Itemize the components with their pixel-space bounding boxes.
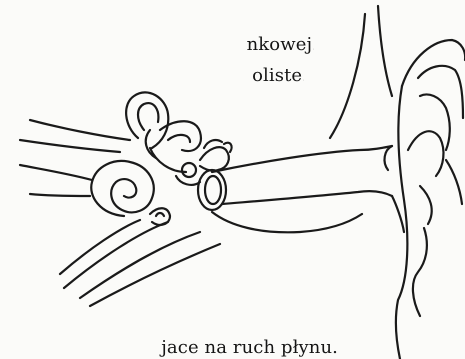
- auditory-nerve-drawing: [20, 120, 220, 306]
- cochlea-drawing: [91, 161, 170, 225]
- semicircular-canals-drawing: [126, 92, 201, 172]
- auricle-drawing: [330, 6, 465, 359]
